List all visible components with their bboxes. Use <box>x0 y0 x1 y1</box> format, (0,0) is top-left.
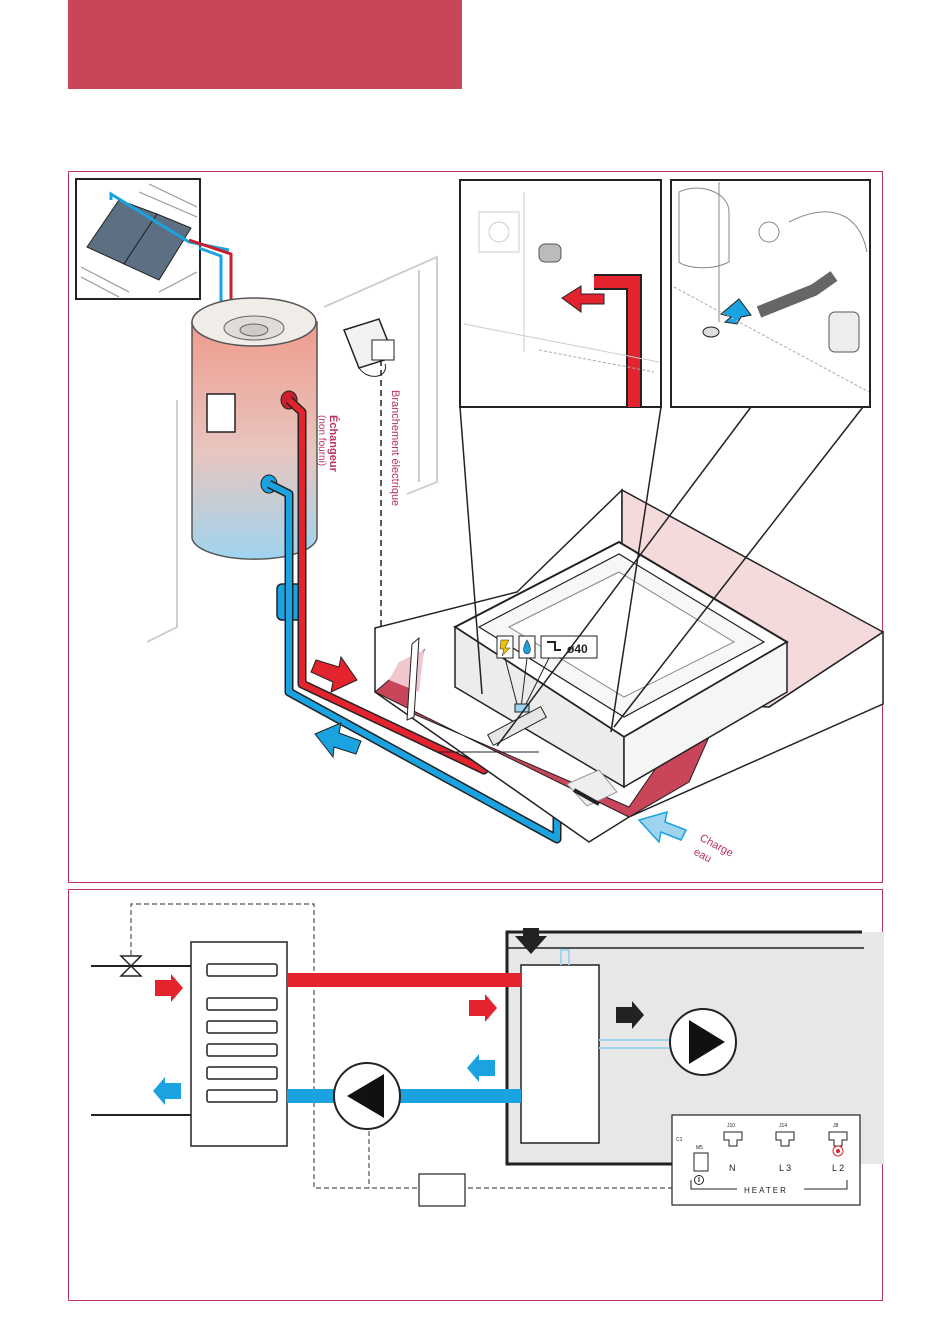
water-inlet-arrow <box>639 812 686 842</box>
heater-terminal-block: C1 M5 J10 N J14 L 3 J8 L 2 HEATER <box>672 1115 860 1205</box>
terminal-block-id: C1 <box>676 1137 683 1143</box>
return-detail-inset <box>671 180 870 407</box>
secondary-cold-arrow <box>467 1054 495 1082</box>
primary-hot-arrow <box>155 974 183 1002</box>
heat-exchanger <box>191 942 287 1146</box>
heater-label: HEATER <box>744 1186 788 1195</box>
exchanger-label-group: Échangeur (non fourni) <box>316 415 340 473</box>
hot-supply-line <box>287 973 521 987</box>
ground-terminal-id: M5 <box>696 1145 703 1151</box>
terminal-1-label: L 3 <box>779 1163 791 1173</box>
spa-circulation-pump <box>670 1009 736 1075</box>
controller-box <box>419 1174 465 1206</box>
terminal-1-id: J14 <box>779 1123 787 1129</box>
hydraulic-schematic-panel: C1 M5 J10 N J14 L 3 J8 L 2 HEATER <box>68 889 883 1301</box>
electrical-box <box>344 319 394 376</box>
header-band <box>68 0 462 89</box>
terminal-2-label: L 2 <box>832 1163 844 1173</box>
circulation-pump-primary <box>334 1063 400 1129</box>
hydraulic-schematic: C1 M5 J10 N J14 L 3 J8 L 2 HEATER <box>69 890 884 1302</box>
installation-illustration: ø40 <box>69 172 884 884</box>
terminal-2-id: J8 <box>833 1123 839 1129</box>
exchanger-note: (non fourni) <box>316 415 327 466</box>
exchanger-title: Échangeur <box>327 415 340 473</box>
cold-return-line <box>287 1089 335 1103</box>
secondary-hot-arrow <box>469 994 497 1022</box>
installation-illustration-panel: ø40 <box>68 171 883 883</box>
primary-cold-arrow <box>153 1077 181 1105</box>
electrical-connection-label: Branchement électrique <box>389 390 401 506</box>
inlet-detail-inset <box>460 180 661 407</box>
terminal-0-id: J10 <box>727 1123 735 1129</box>
terminal-0-label: N <box>729 1163 736 1173</box>
